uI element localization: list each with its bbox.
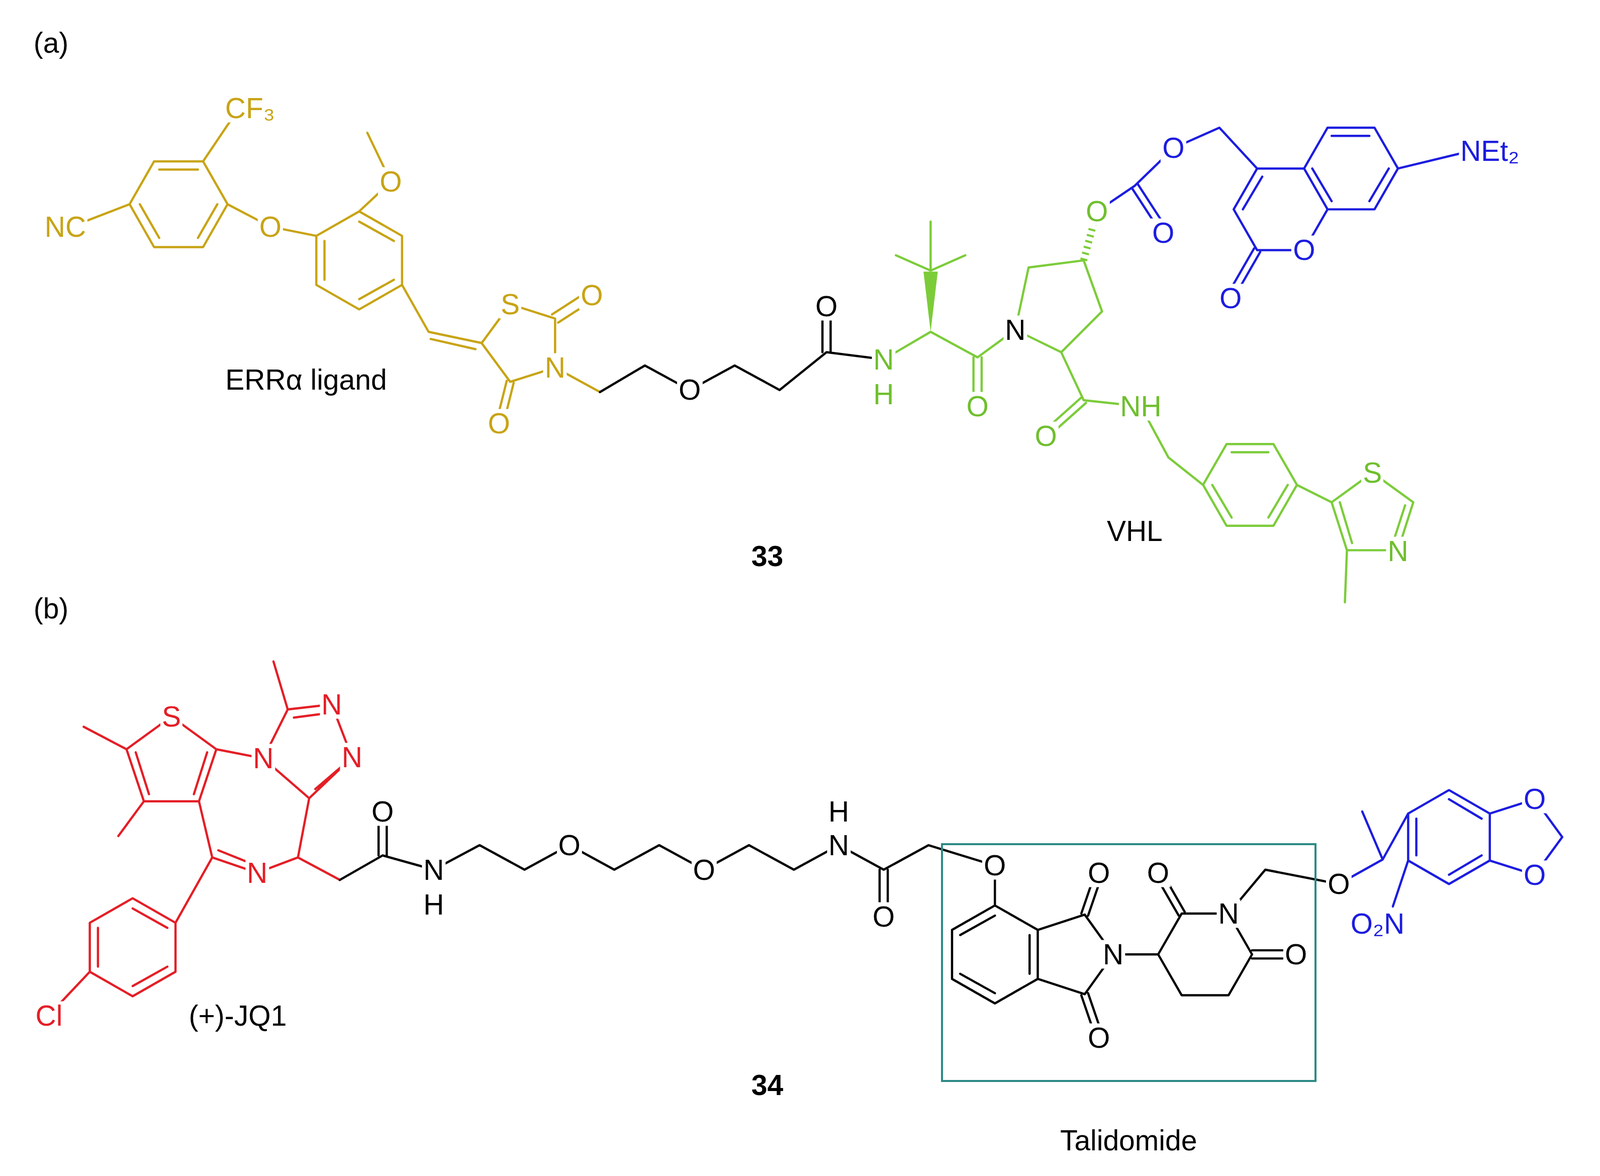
atom-label: O (813, 291, 839, 321)
atom-label: O (1033, 421, 1059, 450)
atom-label: O (257, 212, 284, 241)
atom-label: N (543, 352, 568, 382)
atom-label: O (1150, 218, 1176, 247)
panel-letter: (b) (32, 593, 71, 623)
compound-number: 34 (749, 1070, 785, 1099)
atom-label: O (369, 796, 396, 826)
atom-label: O (1522, 784, 1548, 814)
atom-label: O (1217, 283, 1244, 313)
atom-label: O (677, 375, 703, 405)
atom-label: NH (1118, 391, 1163, 421)
atom-label: O (1145, 858, 1171, 887)
atom-label: N (871, 344, 896, 374)
atom-label: N (1385, 536, 1410, 566)
atom-label: N (340, 742, 364, 772)
atom-label: O (1086, 1023, 1112, 1053)
atom-label: O (486, 409, 512, 438)
structure-label: VHL (1105, 516, 1165, 545)
atom-label: O (1160, 133, 1186, 163)
atom-label: O (378, 167, 404, 197)
atom-label: N (319, 689, 344, 719)
atom-label: O₂N (1349, 909, 1407, 938)
atom-label: H (871, 379, 896, 409)
atom-label: S (160, 702, 183, 731)
atom-label: O (579, 280, 605, 310)
atom-label: N (245, 858, 269, 887)
coumarin-cage-bonds (1096, 127, 1462, 293)
atom-label: N (1003, 315, 1027, 344)
structure-label: ERRα ligand (223, 365, 389, 395)
atom-label: N (1101, 939, 1125, 969)
box-heading: Talidomide (943, 1124, 1315, 1157)
compound-number: 33 (749, 541, 785, 571)
atom-label: H (421, 889, 446, 919)
atom-label: O (1522, 860, 1548, 889)
atom-label: O (556, 830, 583, 860)
atom-label: S (1361, 457, 1384, 487)
linker-bonds (600, 313, 884, 392)
atom-label: S (499, 289, 522, 319)
atom-label: N (1216, 898, 1241, 928)
atom-label: CF₃ (223, 93, 277, 123)
atom-label: O (965, 391, 991, 421)
jq1-bonds (55, 661, 353, 1009)
atom-label: O (1084, 197, 1110, 226)
atom-label: O (691, 855, 717, 884)
wedge-bond (923, 271, 938, 332)
atom-label: O (1283, 939, 1309, 969)
atom-label: O (1086, 858, 1112, 887)
panel-letter: (a) (32, 28, 71, 58)
linker-thalidomide-bonds (339, 822, 1339, 1034)
atom-label: O (1326, 869, 1352, 898)
atom-label: H (826, 796, 851, 826)
vhl-ligand-bonds (883, 221, 1414, 603)
atom-label: N (421, 855, 446, 884)
errα-ligand-bonds (76, 117, 600, 424)
atom-label: NC (43, 212, 88, 241)
structure-label: (+)-JQ1 (187, 1000, 289, 1030)
atom-label: N (251, 743, 275, 773)
atom-label: NEt₂ (1458, 136, 1521, 166)
atom-label: Cl (34, 1000, 65, 1030)
atom-label: O (871, 901, 897, 931)
atom-label: O (1291, 235, 1317, 265)
atom-label: O (982, 851, 1008, 880)
atom-label: N (826, 830, 851, 860)
